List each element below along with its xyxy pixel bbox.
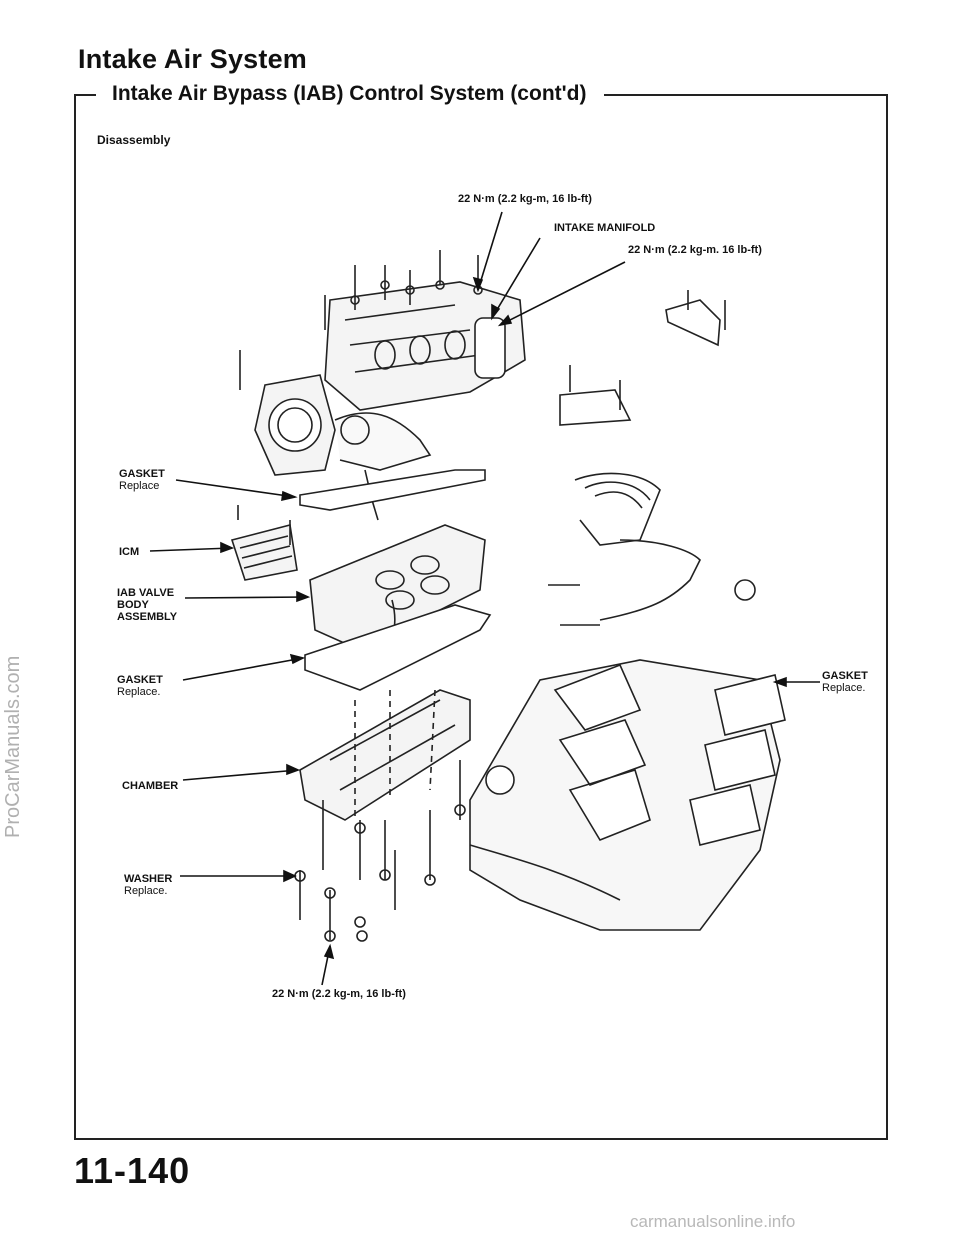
iab-assembly-line: ASSEMBLY bbox=[117, 611, 178, 623]
gasket-middle-name: GASKET bbox=[117, 674, 163, 686]
gasket-upper-name: GASKET bbox=[119, 468, 165, 480]
right-bracket-drawing bbox=[559, 290, 726, 426]
gasket-right-label: GASKET Replace. bbox=[822, 670, 868, 694]
washer-name: WASHER bbox=[124, 873, 173, 885]
hose-harness-drawing bbox=[548, 472, 756, 626]
torque-spec-top: 22 N·m (2.2 kg-m, 16 lb-ft) bbox=[458, 193, 592, 205]
torque-spec-right: 22 N·m (2.2 kg-m. 16 lb-ft) bbox=[628, 244, 762, 256]
chamber-bolts-drawing bbox=[294, 760, 466, 942]
bottom-watermark: carmanualsonline.info bbox=[630, 1212, 796, 1231]
iab-body-line: BODY bbox=[117, 599, 149, 611]
frame-top-left-rule bbox=[74, 94, 96, 96]
throttle-body-drawing bbox=[254, 374, 432, 521]
icm-label: ICM bbox=[119, 546, 140, 558]
washer-note: Replace. bbox=[124, 885, 168, 897]
lower-manifold-drawing bbox=[469, 659, 786, 931]
page-subtitle: Intake Air Bypass (IAB) Control System (… bbox=[106, 82, 593, 106]
iab-valve-line: IAB VALVE bbox=[117, 587, 175, 599]
iab-valve-body-assembly-label: IAB VALVE BODY ASSEMBLY bbox=[117, 587, 177, 623]
page-number: 11-140 bbox=[74, 1150, 191, 1191]
view-label: Disassembly bbox=[97, 133, 171, 147]
middle-gasket-drawing bbox=[304, 604, 492, 691]
upper-manifold-drawing bbox=[324, 281, 526, 411]
side-watermark: ProCarManuals.com bbox=[2, 655, 24, 838]
diagram-frame bbox=[74, 94, 888, 1140]
washer-label: WASHER Replace. bbox=[124, 873, 172, 897]
gasket-right-note: Replace. bbox=[822, 682, 866, 694]
upper-bolts-drawing bbox=[237, 250, 483, 545]
gasket-upper-note: Replace bbox=[119, 480, 160, 492]
intake-manifold-label: INTAKE MANIFOLD bbox=[554, 222, 656, 234]
gasket-middle-note: Replace. bbox=[117, 686, 161, 698]
section-title: Intake Air System bbox=[78, 44, 307, 74]
upper-gasket-drawing bbox=[299, 469, 486, 511]
frame-top-right-rule bbox=[604, 94, 886, 96]
chamber-label: CHAMBER bbox=[122, 780, 179, 792]
gasket-middle-label: GASKET Replace. bbox=[117, 674, 163, 698]
gasket-upper-label: GASKET Replace bbox=[119, 468, 165, 492]
torque-spec-bottom: 22 N·m (2.2 kg-m, 16 lb-ft) bbox=[272, 988, 406, 1000]
gasket-right-name: GASKET bbox=[822, 670, 868, 682]
chamber-drawing bbox=[299, 689, 471, 821]
icm-drawing bbox=[230, 524, 298, 581]
